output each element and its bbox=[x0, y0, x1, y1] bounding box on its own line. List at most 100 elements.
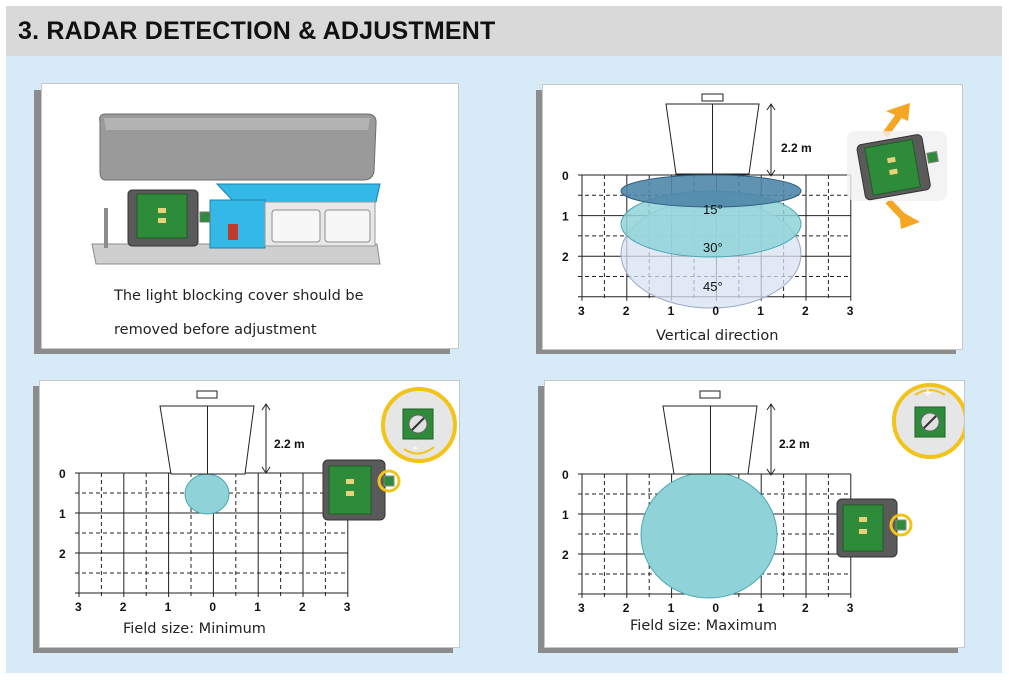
rotate-arrow bbox=[914, 389, 946, 396]
pcb-chip bbox=[346, 479, 354, 484]
vertical-direction-diagram: 15° 30° 45° 2.2 m 0 1 2 3 2 1 0 1 2 3 bbox=[562, 93, 947, 318]
sensor-pcb bbox=[864, 138, 922, 196]
ceiling-lamp bbox=[665, 93, 760, 175]
sensor-pcb bbox=[842, 504, 884, 552]
height-arrow bbox=[261, 403, 271, 474]
knob-sign-plus: + bbox=[924, 385, 932, 400]
knob-zoom: + bbox=[892, 383, 964, 459]
row-labels: 0 1 2 bbox=[562, 468, 569, 562]
row-label: 1 bbox=[59, 507, 66, 521]
arrow-head-up bbox=[766, 103, 776, 111]
col-label: 3 bbox=[847, 304, 854, 318]
zone-15-degree bbox=[620, 174, 802, 208]
blocking-cover bbox=[99, 113, 377, 181]
arrow-head-down bbox=[766, 169, 776, 177]
col-label: 2 bbox=[623, 601, 630, 615]
pcb-chip bbox=[887, 156, 896, 164]
ceiling-lamp bbox=[662, 390, 758, 475]
col-label: 3 bbox=[578, 304, 585, 318]
lamp-cap bbox=[701, 93, 724, 102]
col-label: 1 bbox=[254, 600, 261, 614]
lamp-cap bbox=[196, 390, 218, 399]
pcb-chip bbox=[158, 218, 166, 223]
col-label: 1 bbox=[757, 304, 764, 318]
panel-vertical-direction: 15° 30° 45° 2.2 m 0 1 2 3 2 1 0 1 2 3 bbox=[542, 84, 963, 350]
rotate-arrow bbox=[403, 446, 435, 455]
cover-highlight bbox=[104, 118, 370, 130]
ceiling-lamp bbox=[159, 390, 255, 475]
col-label: 2 bbox=[120, 600, 127, 614]
col-label: 3 bbox=[578, 601, 585, 615]
row-label: 2 bbox=[562, 548, 569, 562]
col-label: 0 bbox=[712, 601, 719, 615]
minimum-caption: Field size: Minimum bbox=[123, 621, 266, 637]
row-labels: 0 1 2 bbox=[562, 169, 569, 264]
sensor-module bbox=[322, 459, 401, 521]
section-title: 3. RADAR DETECTION & ADJUSTMENT bbox=[18, 17, 496, 45]
pcb-knob bbox=[199, 211, 211, 223]
pcb-knob bbox=[383, 475, 395, 487]
detection-zone-minimum bbox=[184, 473, 230, 515]
pcb-knob bbox=[895, 519, 907, 531]
sensor-module bbox=[836, 498, 913, 558]
col-labels: 3 2 1 0 1 2 3 bbox=[578, 304, 854, 318]
col-label: 0 bbox=[209, 600, 216, 614]
maximum-caption: Field size: Maximum bbox=[630, 618, 778, 634]
panel-cover-removal: The light blocking cover should be remov… bbox=[41, 83, 459, 349]
arrow-head-up bbox=[261, 403, 271, 411]
tilted-sensor bbox=[847, 103, 947, 229]
col-label: 2 bbox=[802, 601, 809, 615]
col-label: 1 bbox=[668, 304, 675, 318]
sensor-pcb bbox=[328, 465, 372, 515]
angle-label-15: 15° bbox=[703, 202, 723, 217]
height-label: 2.2 m bbox=[781, 141, 812, 155]
col-label: 2 bbox=[623, 304, 630, 318]
arrow-head-down bbox=[766, 468, 776, 476]
angle-label-30: 30° bbox=[703, 240, 723, 255]
angle-label-45: 45° bbox=[703, 279, 723, 294]
row-label: 0 bbox=[562, 468, 569, 482]
row-label: 0 bbox=[562, 169, 569, 183]
zoom-knob-slot bbox=[411, 417, 425, 431]
col-label: 1 bbox=[757, 601, 764, 615]
pcb-chip bbox=[859, 529, 867, 534]
cover-caption-line1: The light blocking cover should be bbox=[114, 288, 364, 304]
detection-grid bbox=[75, 472, 349, 597]
knob-highlight-small bbox=[889, 513, 913, 537]
row-label: 2 bbox=[562, 250, 569, 264]
pcb-chip bbox=[346, 491, 354, 496]
pcb-knob bbox=[926, 150, 939, 164]
row-label: 1 bbox=[562, 210, 569, 224]
pcb-chip bbox=[859, 517, 867, 522]
content-area: The light blocking cover should be remov… bbox=[6, 56, 1002, 673]
bracket bbox=[104, 208, 108, 248]
col-label: 3 bbox=[344, 600, 351, 614]
arrow-head-up bbox=[766, 403, 776, 411]
row-label: 1 bbox=[562, 508, 569, 522]
row-labels: 012 bbox=[59, 467, 66, 561]
lamp-window bbox=[324, 209, 371, 243]
cover-caption-line2: removed before adjustment bbox=[114, 322, 317, 338]
radar-pcb bbox=[136, 193, 188, 239]
lamp-housing-top bbox=[215, 183, 381, 203]
col-label: 3 bbox=[847, 601, 854, 615]
height-arrow bbox=[766, 403, 776, 476]
detection-zone-maximum bbox=[640, 471, 778, 599]
pcb-chip bbox=[889, 168, 898, 175]
lamp-window bbox=[271, 209, 321, 243]
vertical-caption: Vertical direction bbox=[656, 328, 779, 344]
col-label: 2 bbox=[802, 304, 809, 318]
row-label: 0 bbox=[59, 467, 66, 481]
col-label: 0 bbox=[712, 304, 719, 318]
knob-highlight-small bbox=[377, 469, 401, 493]
col-label: 3 bbox=[75, 600, 82, 614]
section-header: 3. RADAR DETECTION & ADJUSTMENT bbox=[6, 6, 1002, 56]
lamp-cover-illustration bbox=[91, 113, 381, 265]
col-label: 1 bbox=[165, 600, 172, 614]
